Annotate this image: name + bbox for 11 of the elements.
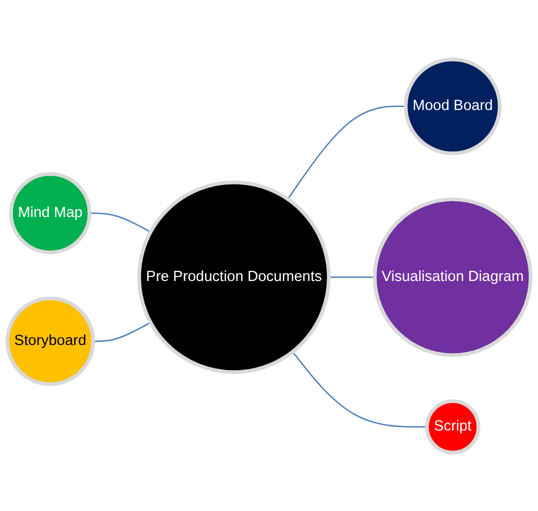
- node-circle: Visualisation Diagram: [372, 197, 532, 357]
- connector: [89, 212, 151, 232]
- connector: [93, 321, 151, 342]
- node-circle: Pre Production Documents: [137, 180, 331, 374]
- node-circle: Mood Board: [404, 57, 502, 155]
- connector: [287, 105, 406, 200]
- connector: [292, 350, 427, 428]
- connector: [328, 276, 375, 278]
- node-circle: Storyboard: [6, 296, 95, 386]
- node-circle: Mind Map: [9, 172, 92, 254]
- node-circle: Script: [425, 398, 480, 454]
